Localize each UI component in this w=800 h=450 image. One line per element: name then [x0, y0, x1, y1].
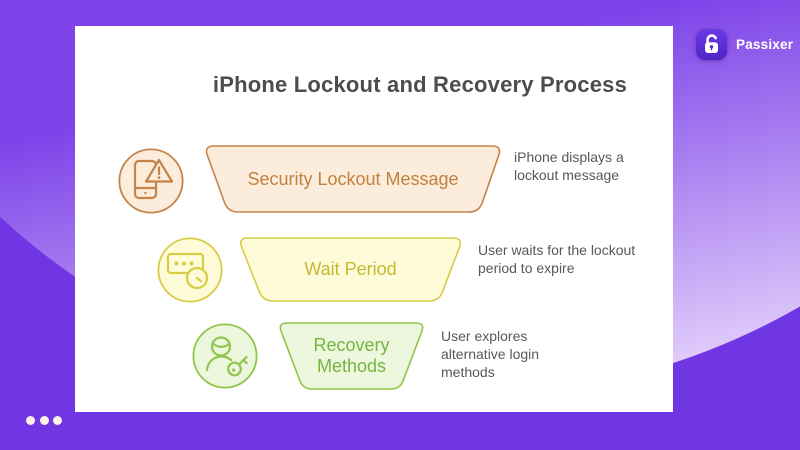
step-description: User waits for the lockout period to exp… — [478, 242, 636, 276]
funnel-shape-1 — [205, 145, 501, 213]
dot — [39, 416, 49, 425]
funnel-step-1: Security Lockout Message — [203, 145, 503, 213]
dot — [53, 416, 62, 425]
user-key-icon — [192, 323, 258, 389]
step-label: Recovery Methods — [313, 335, 390, 376]
brand-logo[interactable]: Passixer — [696, 29, 793, 60]
funnel-step-2: Wait Period — [237, 237, 464, 302]
funnel-step-3: Recovery Methods — [277, 322, 426, 390]
page-title: iPhone Lockout and Recovery Process — [212, 72, 628, 97]
dot — [26, 416, 35, 425]
content-card: iPhone Lockout and Recovery Process Secu… — [75, 26, 673, 412]
phone-alert-icon — [118, 148, 184, 214]
step-row-security-lockout: Security Lockout Message iPhone displays… — [118, 144, 648, 218]
step-label: Wait Period — [304, 259, 397, 280]
unlock-icon — [705, 34, 718, 53]
passixer-app-tile — [696, 29, 727, 60]
menu-dots-button[interactable] — [26, 416, 62, 425]
passcode-clock-icon — [157, 237, 223, 303]
brand-name: Passixer — [736, 37, 794, 52]
step-description: User explores alternative login methods — [441, 328, 540, 380]
step-label: Security Lockout Message — [247, 168, 459, 189]
funnel-shape-3 — [279, 322, 424, 390]
step-row-recovery-methods: Recovery Methods User explores alternati… — [191, 322, 656, 396]
step-description: iPhone displays a lockout message — [514, 149, 624, 183]
step-row-wait-period: Wait Period User waits for the lockout p… — [156, 236, 661, 306]
funnel-shape-2 — [239, 237, 462, 302]
